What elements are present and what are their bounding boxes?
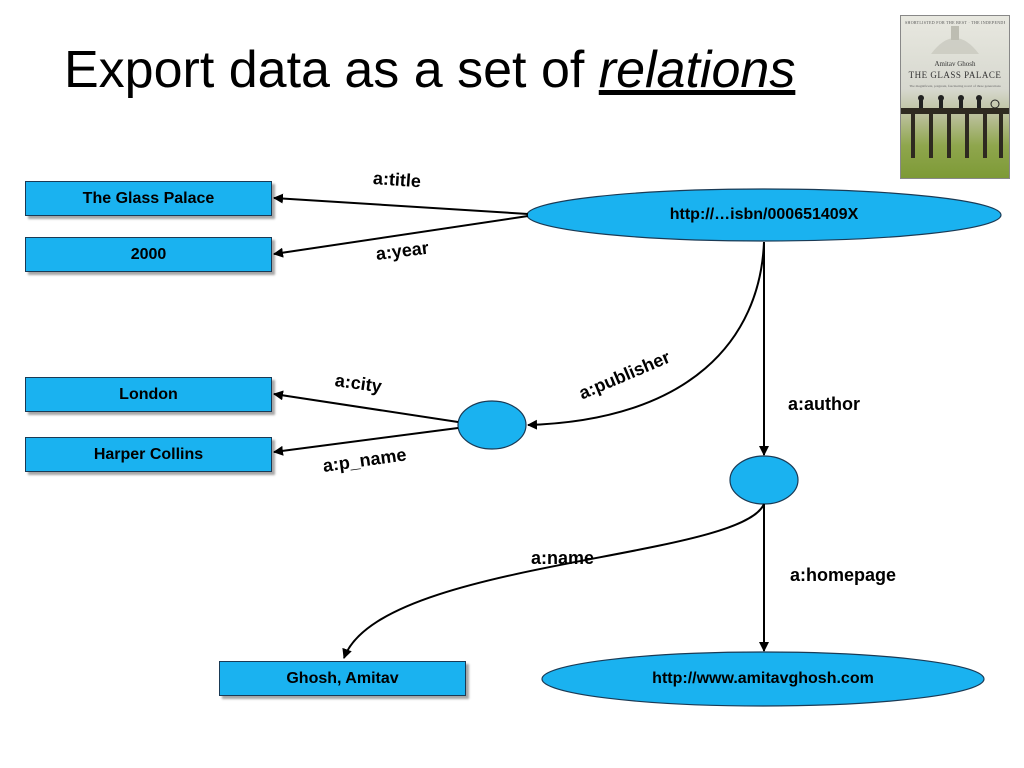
title-emphasis: relations	[598, 41, 796, 99]
edge-name-line	[342, 503, 765, 659]
edge-label-author: a:author	[788, 394, 860, 414]
year-value-box: 2000	[25, 237, 272, 272]
cover-title: The Glass Palace	[908, 70, 1002, 80]
publisher-name-box: Harper Collins	[25, 437, 272, 472]
homepage-node	[541, 651, 985, 707]
title-value-box: The Glass Palace	[25, 181, 272, 216]
book-cover-image: SHORTLISTED FOR THE BEST · THE INDEPENDE…	[900, 15, 1010, 179]
slide-title: Export data as a set of relations	[64, 41, 796, 99]
cover-illustration	[901, 26, 1009, 158]
edge-publisher-line	[527, 241, 765, 430]
cover-top-line: SHORTLISTED FOR THE BEST · THE INDEPENDE…	[905, 20, 1005, 25]
book-node	[526, 188, 1002, 242]
edge-label-name: a:name	[531, 548, 595, 568]
edge-city-line	[273, 390, 459, 423]
edge-p-name-line	[273, 427, 459, 456]
edge-label-title: a:title	[372, 168, 422, 192]
cover-author: Amitav Ghosh	[934, 60, 976, 68]
cover-blurb: The magnificent, poignant, fascinating n…	[909, 84, 1001, 88]
edge-year-line	[273, 215, 529, 258]
city-value-box: London	[25, 377, 272, 412]
homepage-uri-label: http://www.amitavghosh.com	[652, 670, 874, 687]
title-prefix: Export data as a set of	[64, 41, 599, 99]
book-uri-label: http://…isbn/000651409X	[669, 206, 859, 223]
publisher-node	[457, 400, 527, 450]
edge-title-line	[273, 193, 529, 215]
author-node	[729, 455, 799, 505]
edge-label-homepage: a:homepage	[790, 565, 897, 585]
author-name-box: Ghosh, Amitav	[219, 661, 466, 696]
